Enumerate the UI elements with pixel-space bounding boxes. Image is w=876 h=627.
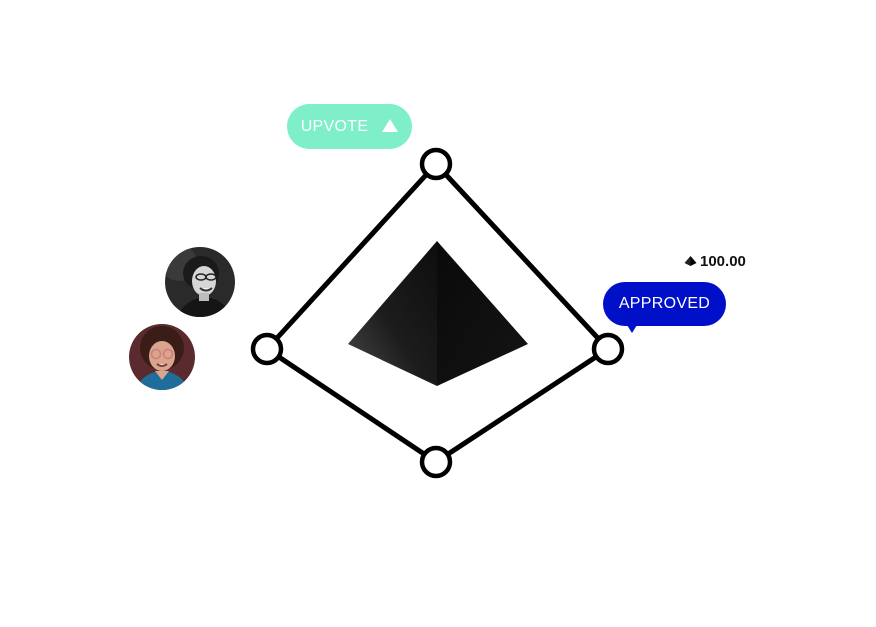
node-top[interactable] [419, 147, 453, 181]
upvote-button[interactable]: UPVOTE [287, 104, 412, 149]
triangle-up-icon [382, 119, 399, 132]
token-amount-value: 100.00 [700, 252, 746, 270]
avatar-person-2-icon [129, 324, 195, 390]
avatar-person-1-icon [165, 247, 235, 317]
avatar[interactable] [129, 324, 195, 390]
status-label: APPROVED [618, 295, 711, 312]
upvote-label: UPVOTE [300, 117, 369, 135]
speech-tail [627, 325, 637, 333]
token-amount: 100.00 [684, 251, 746, 271]
token-icon [684, 256, 697, 266]
node-right[interactable] [591, 332, 625, 366]
node-bottom[interactable] [419, 445, 453, 479]
status-badge: APPROVED [603, 282, 726, 333]
avatar[interactable] [165, 247, 235, 317]
pyramid-icon [348, 241, 528, 386]
node-left[interactable] [250, 332, 284, 366]
